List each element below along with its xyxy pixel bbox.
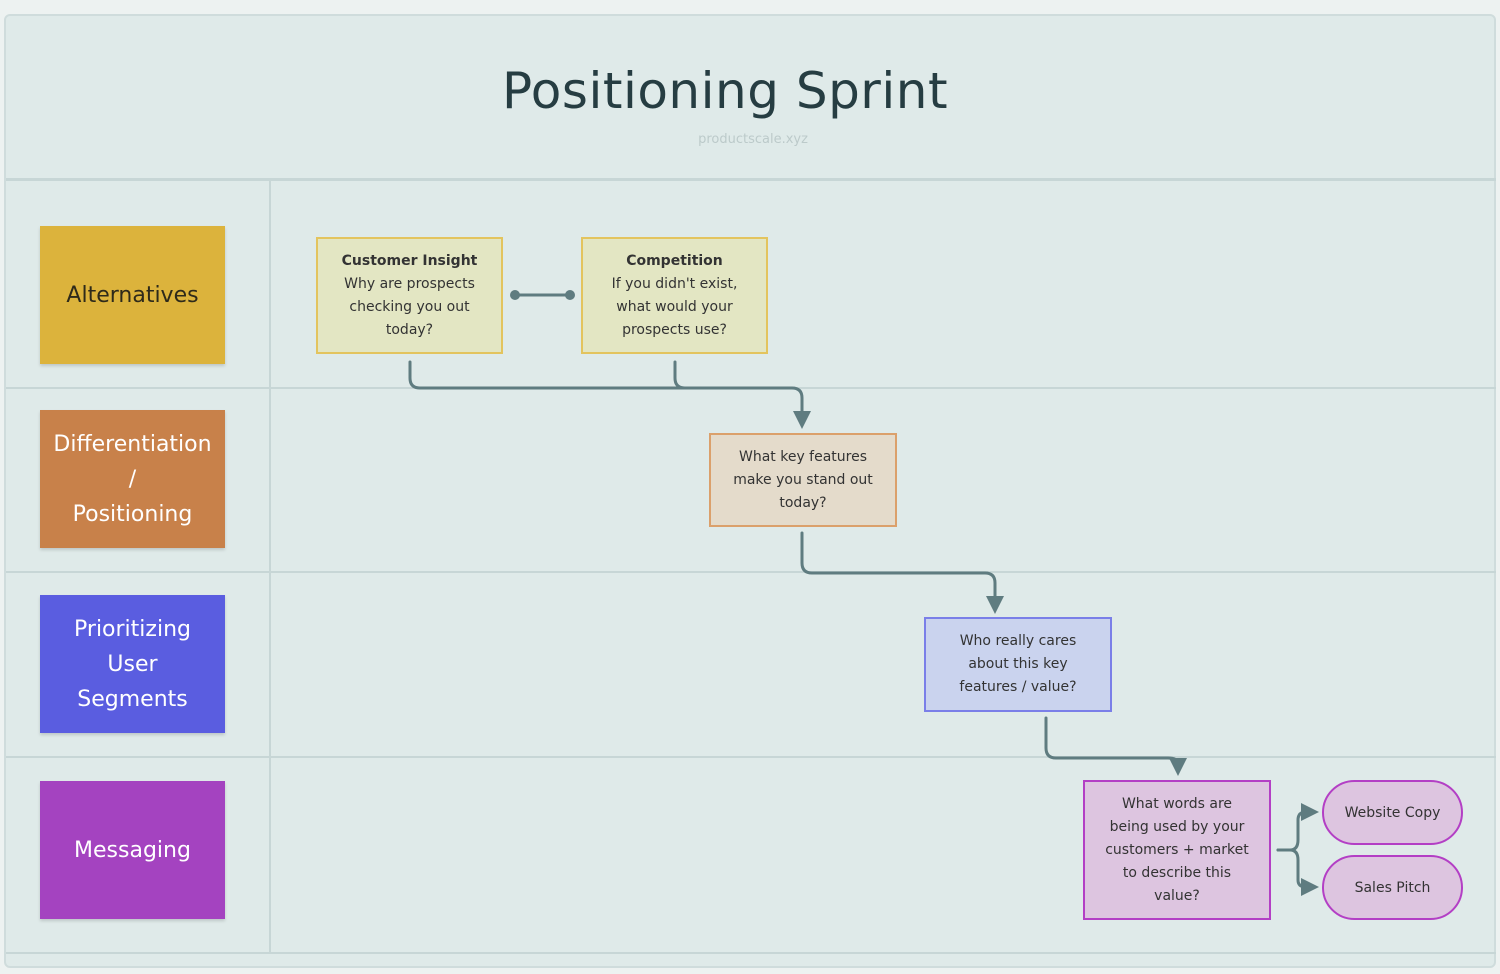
node-who-cares[interactable]: Who really cares about this key features… bbox=[924, 617, 1112, 712]
lane-label-text: Differentiation / Positioning bbox=[53, 431, 212, 527]
node-text: If you didn't exist, what would your pro… bbox=[611, 275, 738, 338]
node-heading: Customer Insight bbox=[341, 252, 478, 269]
lane-label-text: Prioritizing User Segments bbox=[74, 616, 191, 712]
lane-column-divider bbox=[269, 180, 271, 953]
lane-label-text: Messaging bbox=[74, 837, 191, 863]
node-competition[interactable]: Competition If you didn't exist, what wo… bbox=[581, 237, 768, 354]
lane-divider bbox=[6, 571, 1496, 573]
bottom-divider bbox=[6, 952, 1496, 954]
node-text: Who really cares about this key features… bbox=[959, 633, 1077, 695]
node-customer-insight[interactable]: Customer Insight Why are prospects check… bbox=[316, 237, 503, 354]
lane-divider bbox=[6, 387, 1496, 389]
lane-label-user-segments: Prioritizing User Segments bbox=[40, 595, 225, 733]
diagram-title: Positioning Sprint bbox=[501, 62, 949, 120]
lane-label-text: Alternatives bbox=[66, 282, 199, 308]
node-text: Why are prospects checking you out today… bbox=[344, 275, 475, 338]
lane-label-messaging: Messaging bbox=[40, 781, 225, 919]
output-label: Website Copy bbox=[1344, 804, 1441, 821]
node-words-used[interactable]: What words are being used by your custom… bbox=[1083, 780, 1271, 920]
lane-label-differentiation: Differentiation / Positioning bbox=[40, 410, 225, 548]
header-divider bbox=[6, 178, 1496, 181]
output-website-copy[interactable]: Website Copy bbox=[1322, 780, 1463, 845]
output-label: Sales Pitch bbox=[1354, 879, 1431, 896]
node-key-features[interactable]: What key features make you stand out tod… bbox=[709, 433, 897, 527]
node-text: What words are being used by your custom… bbox=[1105, 795, 1249, 904]
node-text: What key features make you stand out tod… bbox=[733, 448, 873, 511]
node-heading: Competition bbox=[626, 252, 723, 269]
lane-divider bbox=[6, 756, 1496, 758]
output-sales-pitch[interactable]: Sales Pitch bbox=[1322, 855, 1463, 920]
lane-label-alternatives: Alternatives bbox=[40, 226, 225, 364]
diagram-subtitle: productscale.xyz bbox=[698, 132, 808, 147]
